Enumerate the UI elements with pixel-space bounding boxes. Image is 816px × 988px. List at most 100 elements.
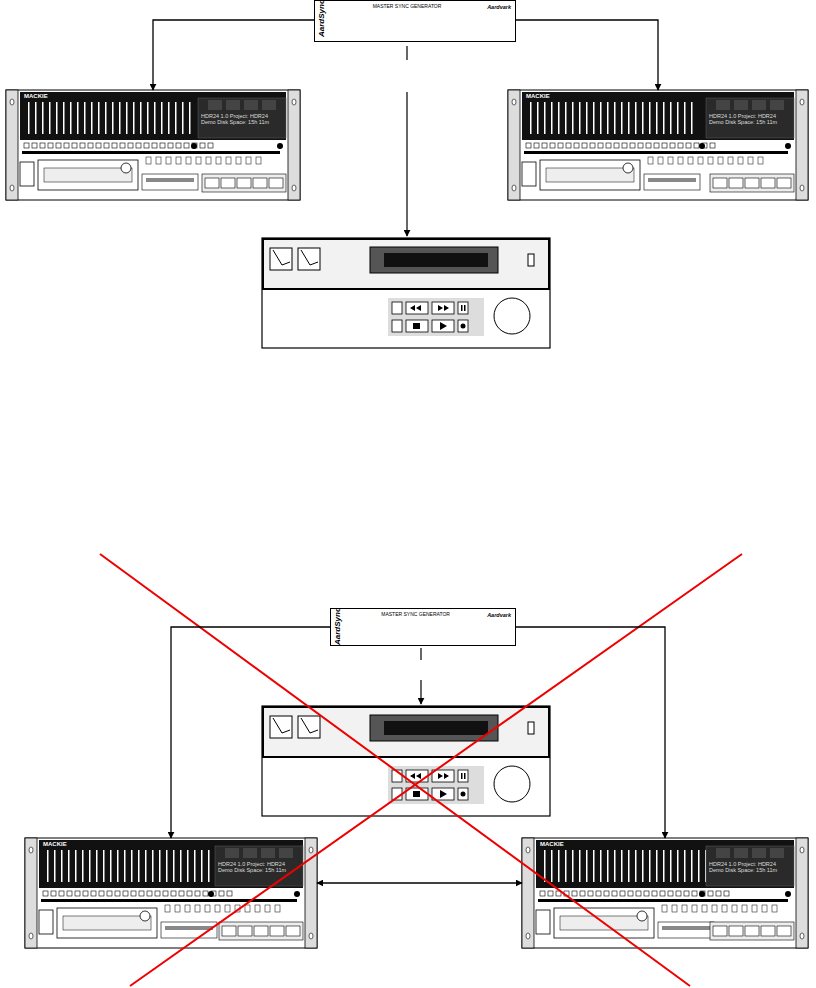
drawing-part <box>238 926 252 936</box>
drawing-part <box>658 922 714 938</box>
drawing-part <box>413 323 420 329</box>
drawing-part <box>682 905 687 912</box>
sync-connector <box>516 627 665 838</box>
drawing-part <box>215 846 303 886</box>
drawing-part <box>67 891 72 896</box>
drawing-part <box>189 102 191 134</box>
drawing-part <box>621 850 623 882</box>
drawing-part <box>598 143 603 148</box>
drawing-part <box>44 168 132 182</box>
drawing-part <box>83 891 88 896</box>
drawing-part <box>614 102 616 134</box>
drawing-part <box>752 848 766 858</box>
brand-mark: AardSync <box>317 0 326 37</box>
drawing-part <box>688 157 693 164</box>
drawing-part <box>152 850 154 882</box>
drawing-part <box>155 891 160 896</box>
drawing-part <box>494 298 530 334</box>
drawing-part <box>68 850 70 882</box>
drawing-part <box>54 850 56 882</box>
drawing-part <box>614 143 619 148</box>
drawing-part <box>670 143 675 148</box>
drawing-part <box>182 102 184 134</box>
drawing-part <box>686 143 691 148</box>
drawing-part <box>10 185 14 191</box>
drawing-part <box>716 848 730 858</box>
drawing-part <box>432 788 454 800</box>
drawing-part <box>84 102 86 134</box>
drawing-part <box>748 157 753 164</box>
drawing-part <box>301 718 310 733</box>
drawing-part <box>621 102 623 134</box>
drawing-part <box>796 90 808 200</box>
drawing-part <box>254 926 268 936</box>
drawing-part <box>708 891 713 896</box>
drawing-part <box>161 102 163 134</box>
drawing-part <box>604 891 609 896</box>
drawing-part <box>558 143 563 148</box>
drawing-part <box>542 143 547 148</box>
drawing-part <box>550 143 555 148</box>
drawing-part <box>702 905 707 912</box>
sync-generator: AardSyncMASTER SYNC GENERATORAardvark <box>330 608 516 646</box>
drawing-part <box>716 100 730 110</box>
drawing-part <box>123 891 128 896</box>
drawing-part <box>195 905 200 912</box>
drawing-part <box>738 157 743 164</box>
drawing-part <box>47 850 49 882</box>
drawing-part <box>200 143 205 148</box>
drawing-part <box>458 320 468 332</box>
drawing-part <box>800 847 804 853</box>
drawing-part <box>110 850 112 882</box>
drawing-part <box>119 102 121 134</box>
drawing-part <box>24 143 29 148</box>
drawing-part <box>579 850 581 882</box>
drawing-part <box>208 143 213 148</box>
drawing-part <box>6 90 300 200</box>
drawing-part <box>245 905 250 912</box>
drawing-part <box>544 850 546 882</box>
drawing-part <box>698 157 703 164</box>
drawing-part <box>540 160 640 190</box>
drawing-part <box>221 178 235 188</box>
drawing-part <box>80 143 85 148</box>
drawing-part <box>777 178 791 188</box>
drawing-part <box>163 891 168 896</box>
drawing-part <box>413 791 420 797</box>
drawing-part <box>176 157 181 164</box>
drawing-part <box>628 102 630 134</box>
drawing-part <box>42 102 44 134</box>
drawing-part <box>512 185 516 191</box>
drawing-part <box>29 933 33 939</box>
sync-wire <box>420 648 421 660</box>
drawing-part <box>29 847 33 853</box>
drawing-part <box>660 891 665 896</box>
drawing-part <box>691 850 693 882</box>
recorder-unit: MACKIEHDR24 1.0 Project: HDR24 Demo Disk… <box>522 838 808 948</box>
recorder-drawing <box>508 90 808 200</box>
drawing-part <box>215 905 220 912</box>
drawing-part <box>718 157 723 164</box>
drawing-part <box>10 99 14 105</box>
recorder-unit: MACKIEHDR24 1.0 Project: HDR24 Demo Disk… <box>25 838 317 948</box>
drawing-part <box>458 302 468 314</box>
drawing-part <box>273 250 282 265</box>
cross-out-line <box>130 554 742 986</box>
drawing-part <box>692 891 697 896</box>
drawing-part <box>508 90 520 200</box>
panel-title: MASTER SYNC GENERATOR <box>373 3 442 9</box>
drawing-part <box>165 905 170 912</box>
drawing-part <box>147 891 152 896</box>
drawing-part <box>528 722 534 734</box>
drawing-part <box>77 102 79 134</box>
drawing-part <box>175 905 180 912</box>
drawing-part <box>184 143 189 148</box>
drawing-part <box>620 891 625 896</box>
drawing-part <box>432 770 454 782</box>
drawing-part <box>745 178 759 188</box>
drawing-part <box>410 773 421 779</box>
drawing-part <box>253 178 267 188</box>
drawing-part <box>140 911 150 921</box>
